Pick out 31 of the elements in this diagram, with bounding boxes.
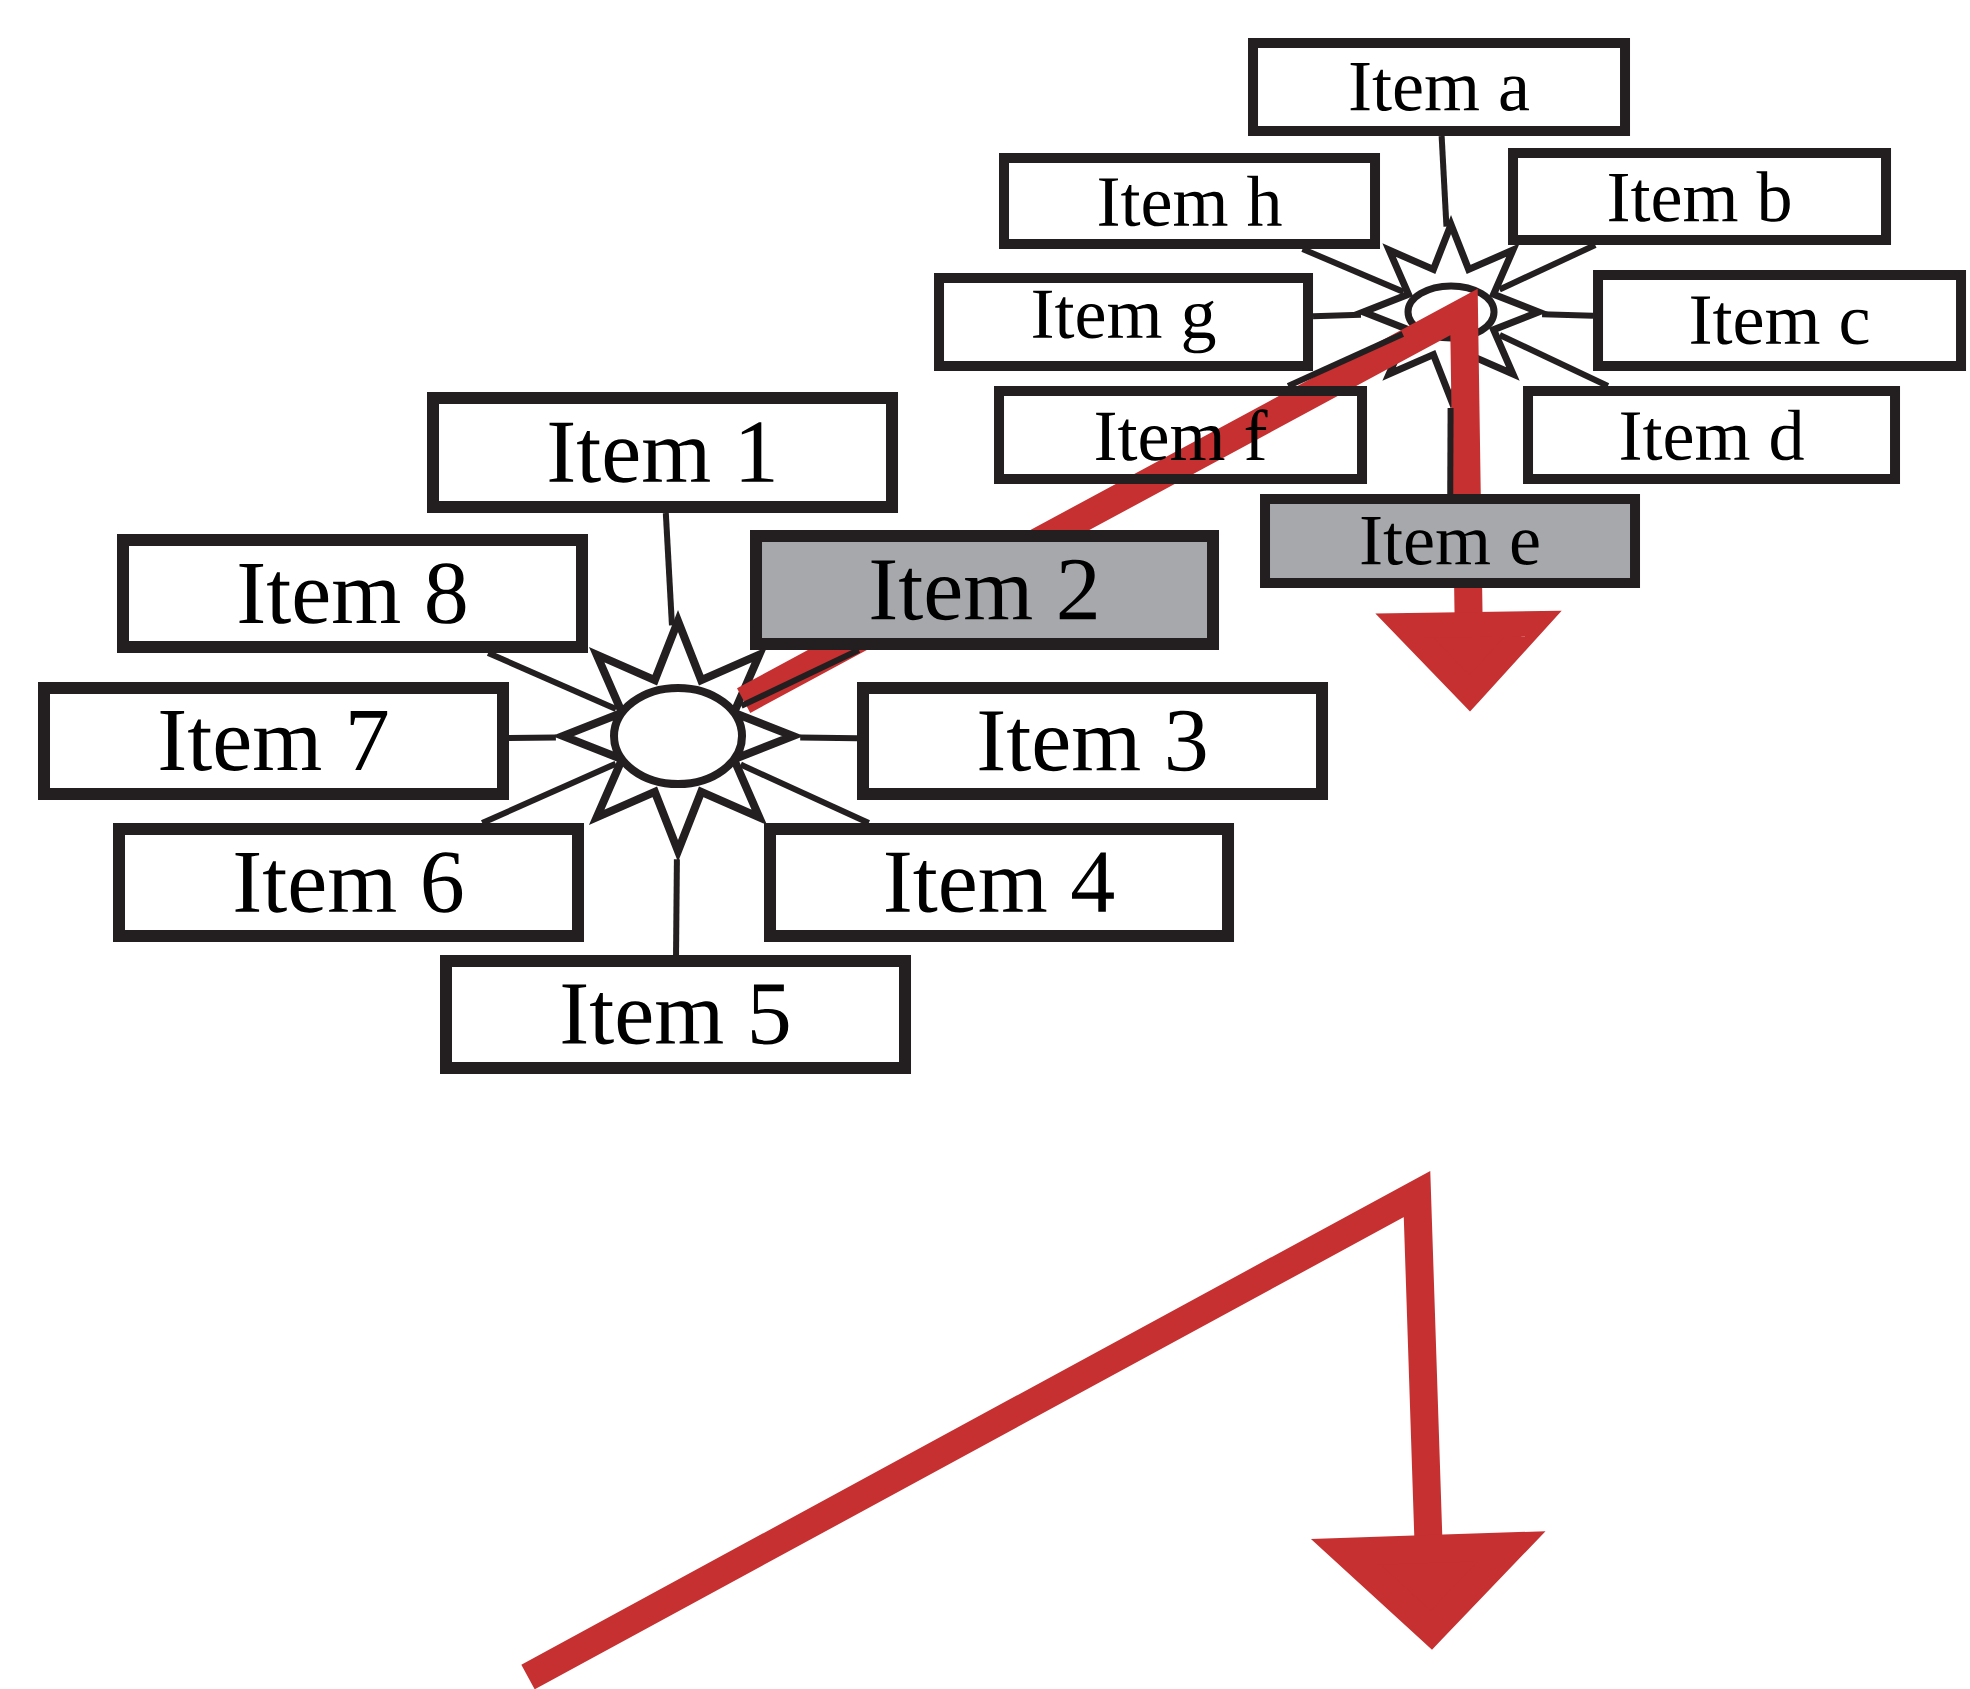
item-box: Item b <box>1508 148 1891 245</box>
item-box: Item c <box>1593 270 1967 371</box>
connector-line <box>1301 246 1405 295</box>
item-box: Item h <box>999 153 1380 249</box>
item-box: Item 4 <box>764 823 1234 942</box>
connector-line <box>1312 311 1362 320</box>
item-box: Item 1 <box>427 392 898 513</box>
connector-line <box>1498 242 1597 293</box>
connector-line <box>1498 332 1610 389</box>
item-box: Item 5 <box>440 955 911 1074</box>
connector-line <box>481 760 617 826</box>
connector-line <box>662 512 675 626</box>
connector-line <box>740 647 861 709</box>
item-box: Item g <box>934 273 1313 371</box>
connector-line <box>508 734 556 742</box>
item-box: Item a <box>1248 38 1630 136</box>
connector-line <box>1438 135 1450 227</box>
connector-line <box>486 650 618 712</box>
item-box: Item d <box>1523 386 1901 484</box>
connector-line <box>800 734 858 742</box>
connector-line <box>1286 331 1404 389</box>
connector-line <box>1542 311 1594 319</box>
item-box: Item 8 <box>117 534 588 653</box>
item-box: Item 2 <box>750 530 1219 650</box>
item-box: Item e <box>1260 494 1640 588</box>
connector-line <box>739 761 870 826</box>
item-box: Item 3 <box>857 682 1328 800</box>
connector-line <box>1447 408 1454 495</box>
connector-line <box>673 859 680 956</box>
item-box: Item 7 <box>38 682 509 800</box>
item-box: Item 6 <box>113 823 584 942</box>
